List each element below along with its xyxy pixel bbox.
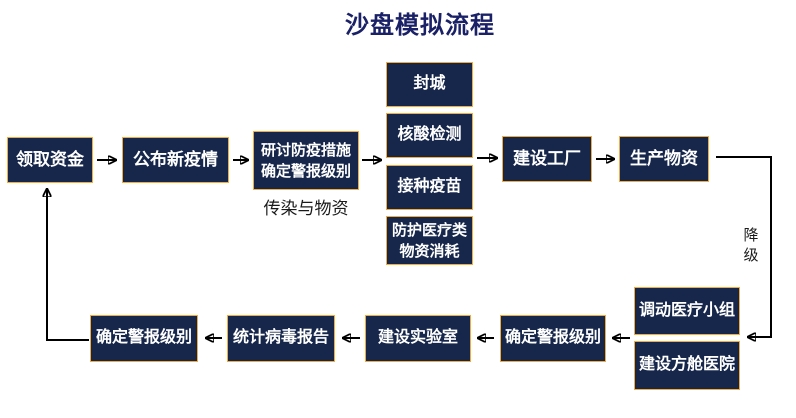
box-label: 建设实验室: [377, 329, 458, 347]
box-label: 公布新疫情: [133, 150, 218, 170]
box-label: 确定警报级别: [95, 329, 192, 347]
box-label: 接种疫苗: [397, 178, 462, 196]
box-determine-alert-level-left: 确定警报级别: [90, 315, 198, 362]
page-title: 沙盘模拟流程: [345, 12, 495, 39]
box-label: 调动医疗小组: [638, 301, 735, 319]
box-produce-supplies: 生产物资: [619, 136, 709, 182]
box-nucleic-acid-testing: 核酸检测: [386, 113, 473, 158]
connector-produce-to-medical-stack: [716, 156, 772, 337]
box-determine-alert-level-right: 确定警报级别: [500, 315, 606, 362]
box-build-laboratory: 建设实验室: [365, 315, 471, 362]
box-vaccination: 接种疫苗: [386, 165, 473, 210]
box-mobilize-medical-team: 调动医疗小组: [634, 287, 740, 335]
box-virus-statistics-report: 统计病毒报告: [227, 315, 335, 362]
downgrade-label: 降级: [743, 227, 759, 264]
box-build-factory: 建设工厂: [502, 136, 592, 182]
infection-supplies-label: 传染与物资: [263, 199, 349, 218]
box-label: 核酸检测: [397, 126, 462, 144]
box-medical-supplies-consumption: 防护医疗类 物资消耗: [386, 216, 473, 265]
box-label: 领取资金: [16, 150, 84, 170]
connector-alert-left-to-funds: [47, 189, 89, 341]
box-label-line1: 研讨防疫措施: [260, 141, 351, 159]
box-label: 建设方舱医院: [638, 356, 735, 374]
box-label: 统计病毒报告: [232, 329, 329, 347]
box-label: 建设工厂: [513, 149, 581, 169]
box-label-line1: 防护医疗类: [391, 221, 467, 239]
box-build-cabin-hospital: 建设方舱医院: [634, 341, 740, 390]
box-label: 确定警报级别: [504, 329, 601, 347]
box-announce-new-epidemic: 公布新疫情: [122, 137, 229, 183]
box-label: 生产物资: [630, 149, 698, 169]
box-label-line2: 物资消耗: [399, 242, 460, 260]
box-label: 封城: [413, 75, 446, 93]
box-discuss-measures: 研讨防疫措施 确定警报级别: [253, 131, 359, 190]
box-label-line2: 确定警报级别: [260, 162, 351, 180]
box-city-lockdown: 封城: [386, 62, 473, 107]
box-receive-funds: 领取资金: [7, 137, 93, 183]
